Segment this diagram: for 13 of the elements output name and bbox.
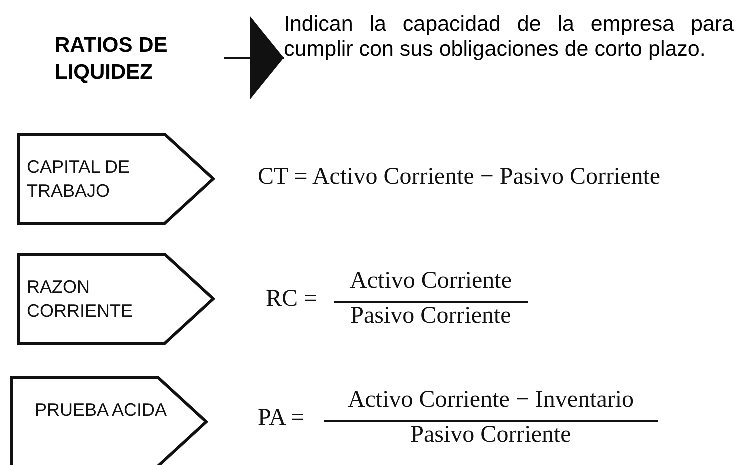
description-text: Indican la capacidad de la empresa para cumplir con sus obligaciones de corto plazo. xyxy=(284,12,734,62)
numerator: Activo Corriente xyxy=(349,268,513,295)
arrow xyxy=(224,16,284,100)
formula-lhs: RC = xyxy=(266,286,318,313)
formula: CT = Activo Corriente − Pasivo Corriente xyxy=(258,164,661,191)
box-label: RAZON CORRIENTE xyxy=(27,276,134,323)
box-label: CAPITAL DE TRABAJO xyxy=(27,156,132,203)
denominator: Pasivo Corriente xyxy=(410,422,572,449)
box-label: PRUEBA ACIDA xyxy=(35,399,168,422)
denominator: Pasivo Corriente xyxy=(350,303,512,330)
heading-text: RATIOS DE LIQUIDEZ xyxy=(40,32,224,86)
formula-lhs: PA = xyxy=(258,405,305,432)
numerator: Activo Corriente − Inventario xyxy=(346,387,636,414)
